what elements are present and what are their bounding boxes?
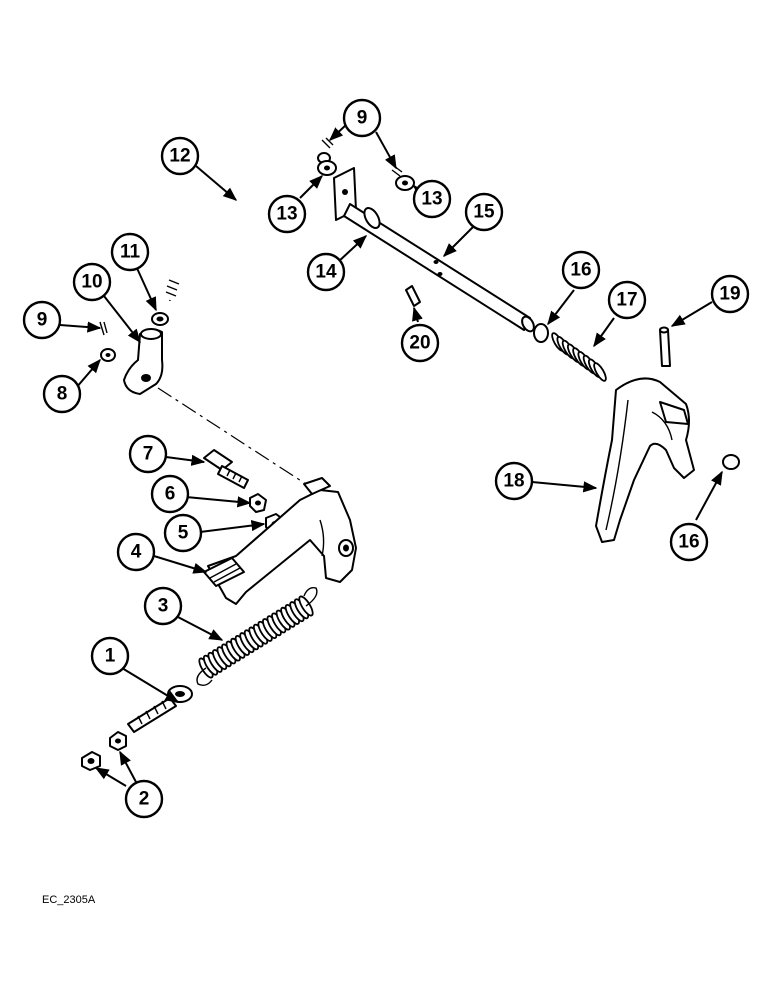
callout-label: 13 <box>421 189 442 210</box>
callout-label: 5 <box>178 523 189 544</box>
callout-label: 15 <box>473 202 495 223</box>
callout-19: 19 <box>710 274 750 314</box>
callout-9-left: 9 <box>22 300 62 340</box>
spring-hook <box>196 667 213 687</box>
callout-6: 6 <box>150 474 190 514</box>
spring-coil <box>593 362 607 382</box>
part-13-washer-right <box>395 175 415 191</box>
part-19-pin <box>659 326 671 367</box>
callout-1: 1 <box>90 636 130 676</box>
callout-17: 17 <box>607 280 647 320</box>
callout-label: 8 <box>57 384 68 405</box>
callout-label: 20 <box>409 333 430 354</box>
callout-7: 7 <box>128 434 168 474</box>
callout-label: 16 <box>570 260 591 281</box>
part-16-snap-ring-upper <box>533 323 549 343</box>
callout-label: 6 <box>165 484 176 505</box>
part-10-clevis <box>123 328 164 395</box>
callout-12: 12 <box>160 136 200 176</box>
part-11-nut <box>151 312 169 326</box>
callout-3: 3 <box>143 586 183 626</box>
part-18-shift-fork <box>595 377 695 543</box>
part-16-snap-ring-lower <box>722 454 740 470</box>
spring-hook <box>303 586 318 607</box>
callout-label: 10 <box>81 272 102 293</box>
callout-4: 4 <box>116 532 156 572</box>
part-3-tension-spring <box>196 586 318 687</box>
callout-14: 14 <box>306 252 346 292</box>
callout-16-lower: 16 <box>669 522 709 562</box>
callout-label: 12 <box>169 146 190 167</box>
callout-9-top: 9 <box>342 98 382 138</box>
part-17-compression-spring <box>551 332 607 382</box>
callout-label: 17 <box>616 290 637 311</box>
callout-13-left: 13 <box>267 194 307 234</box>
part-14-shift-shaft <box>333 167 535 333</box>
callout-10: 10 <box>72 262 112 302</box>
callout-label: 9 <box>37 310 48 331</box>
alignment-line <box>157 387 313 489</box>
callout-5: 5 <box>163 513 203 553</box>
callout-15: 15 <box>464 192 504 232</box>
part-9-cotter-pin-top <box>321 137 334 149</box>
callout-11: 11 <box>110 232 150 272</box>
part-9-cotter-pin-right <box>391 165 403 177</box>
callout-label: 4 <box>131 542 142 563</box>
callout-20: 20 <box>400 323 440 363</box>
callout-label: 1 <box>105 646 116 667</box>
callout-label: 11 <box>120 242 141 263</box>
part-9-cotter-pin-left <box>99 321 108 336</box>
part-8-washer <box>100 348 116 362</box>
callout-label: 2 <box>139 789 150 810</box>
callout-label: 14 <box>315 262 337 283</box>
callout-label: 19 <box>719 284 740 305</box>
callout-label: 13 <box>276 204 297 225</box>
callout-16-upper: 16 <box>561 250 601 290</box>
callout-13-right: 13 <box>412 179 452 219</box>
part-4-pedal-lever <box>203 477 357 605</box>
callout-label: 18 <box>503 471 524 492</box>
part-1-eye-bolt <box>127 685 193 733</box>
callout-label: 9 <box>357 108 368 129</box>
callout-label: 16 <box>678 532 699 553</box>
part-13-washer-left <box>317 160 337 176</box>
part-7-bolt <box>203 449 249 489</box>
callout-label: 3 <box>158 596 169 617</box>
part-2-nuts <box>81 731 127 771</box>
part-20-roll-pin <box>405 285 421 307</box>
callout-8: 8 <box>42 374 82 414</box>
callout-2: 2 <box>124 779 164 819</box>
callout-label: 7 <box>143 444 154 465</box>
figure-reference-code: EC_2305A <box>42 894 96 906</box>
callout-18: 18 <box>494 461 534 501</box>
part-6-nut <box>249 493 267 513</box>
